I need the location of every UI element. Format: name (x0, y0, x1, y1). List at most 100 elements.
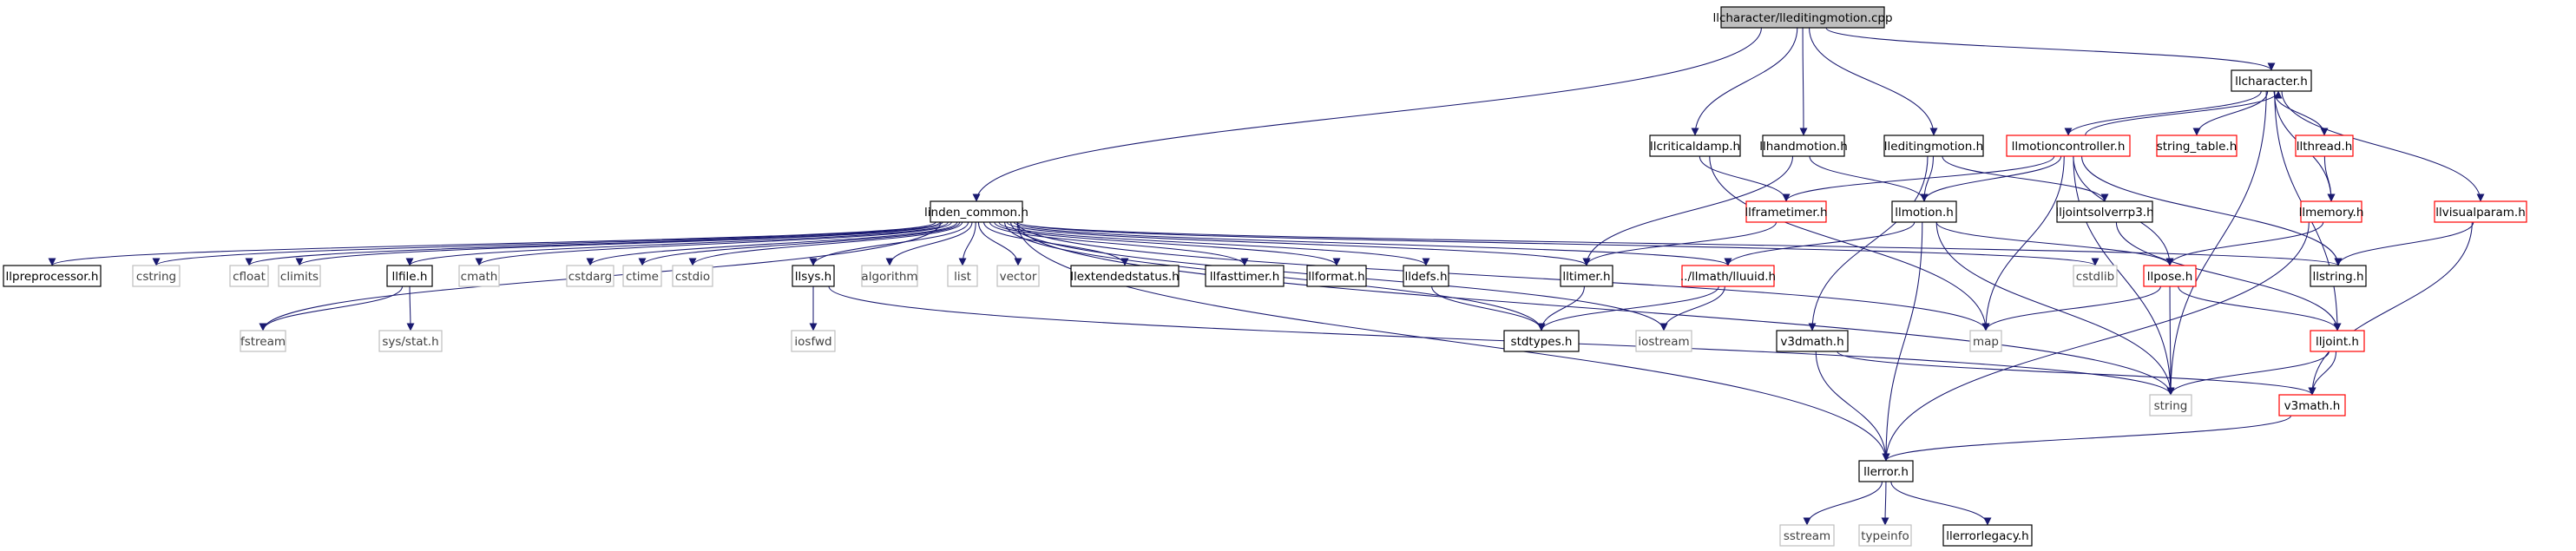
node-jointsolver[interactable]: lljointsolverrp3.h (2055, 200, 2154, 223)
edge-motionctrl-to-motion (1920, 155, 2062, 202)
node-stdtypes[interactable]: stdtypes.h (1503, 330, 1580, 352)
node-label-memory: llmemory.h (2299, 206, 2364, 220)
edge-root-to-linden (972, 27, 1762, 202)
node-label-algorithm: algorithm (861, 270, 917, 284)
node-preproc[interactable]: llpreprocessor.h (3, 265, 102, 287)
edge-linden-to-llfile (405, 221, 949, 266)
node-joint[interactable]: lljoint.h (2310, 330, 2365, 352)
node-label-critical: llcriticaldamp.h (1650, 140, 1740, 154)
edge-linden-to-uuid (1013, 221, 1732, 266)
node-motion[interactable]: llmotion.h (1891, 200, 1957, 223)
edge-motionctrl-to-string (2073, 155, 2175, 396)
node-box-llfile (386, 265, 433, 287)
node-label-defs: lldefs.h (1404, 270, 1447, 284)
edge-linden-to-ctime (638, 221, 961, 266)
node-stringtable[interactable]: string_table.h (2156, 134, 2238, 157)
edge-linden-to-defs (998, 221, 1430, 266)
node-typeinfo: typeinfo (1858, 524, 1912, 547)
edge-defs-to-stdtypes (1431, 285, 1546, 331)
node-llsys[interactable]: llsys.h (792, 265, 835, 287)
node-box-character (2231, 69, 2312, 92)
node-box-v3dmath (1776, 330, 1849, 352)
node-iosfwd: iosfwd (791, 330, 836, 352)
node-llstring[interactable]: llstring.h (2310, 265, 2367, 287)
node-box-memory (2300, 200, 2362, 223)
node-critical[interactable]: llcriticaldamp.h (1649, 134, 1741, 157)
node-label-motionctrl: llmotioncontroller.h (2012, 140, 2126, 154)
node-frametimer[interactable]: llframetimer.h (1745, 200, 1828, 223)
edge-motion-to-uuid (1724, 221, 1916, 266)
node-fstream: fstream (240, 330, 286, 352)
node-linden[interactable]: linden_common.h (924, 200, 1028, 223)
node-root[interactable]: llcharacter/lleditingmotion.cpp (1712, 6, 1893, 29)
node-iostream: iostream (1635, 330, 1692, 352)
node-v3math[interactable]: v3math.h (2278, 394, 2346, 417)
edge-visualparam-to-v3math (2308, 221, 2473, 396)
node-extstatus[interactable]: llextendedstatus.h (1070, 265, 1180, 287)
node-label-stringtable: string_table.h (2157, 140, 2238, 154)
node-label-fstream: fstream (240, 335, 286, 349)
node-label-typeinfo: typeinfo (1861, 529, 1909, 543)
edge-root-to-hand (1799, 27, 1808, 136)
node-label-visualparam: llvisualparam.h (2435, 206, 2526, 220)
node-box-timer (1560, 265, 1613, 287)
node-sysstat: sys/stat.h (378, 330, 443, 352)
edge-motionctrl-to-map (1981, 155, 2065, 331)
edge-uuid-to-iostream (1659, 285, 1725, 331)
node-errorlegacy[interactable]: llerrorlegacy.h (1942, 524, 2033, 547)
node-string: string (2149, 394, 2192, 417)
dependency-edges (48, 27, 2485, 526)
node-pose[interactable]: llpose.h (2143, 265, 2197, 287)
node-label-llstring: llstring.h (2312, 270, 2363, 284)
node-motionctrl[interactable]: llmotioncontroller.h (2006, 134, 2131, 157)
node-label-v3dmath: v3dmath.h (1780, 335, 1843, 349)
edge-character-to-visualparam (2281, 90, 2485, 202)
node-box-joint (2310, 330, 2365, 352)
edge-linden-to-preproc (48, 221, 936, 266)
node-box-thread (2295, 134, 2354, 157)
node-v3dmath[interactable]: v3dmath.h (1776, 330, 1849, 352)
edge-llfile-to-fstream (259, 285, 404, 331)
edge-error-to-sstream (1803, 481, 1883, 526)
node-uuid[interactable]: ../llmath/lluuid.h (1680, 265, 1776, 287)
edge-linden-to-fasttimer (989, 221, 1249, 266)
edge-linden-to-llsys (809, 221, 969, 266)
node-label-sstream: sstream (1784, 529, 1830, 543)
node-label-errorlegacy: llerrorlegacy.h (1946, 529, 2028, 543)
node-timer[interactable]: lltimer.h (1560, 265, 1613, 287)
node-box-extstatus (1070, 265, 1180, 287)
node-label-hand: llhandmotion.h (1759, 140, 1848, 154)
node-editing[interactable]: lleditingmotion.h (1883, 134, 1984, 157)
node-label-stdtypes: stdtypes.h (1511, 335, 1573, 349)
node-memory[interactable]: llmemory.h (2299, 200, 2364, 223)
edge-pose-to-string (2166, 285, 2175, 396)
edge-pose-to-map (1981, 285, 2161, 331)
edge-joint-to-string (2166, 351, 2330, 396)
node-cstdio: cstdio (672, 265, 713, 287)
node-thread[interactable]: llthread.h (2295, 134, 2354, 157)
node-box-climits (278, 265, 321, 287)
edge-character-to-stringtable (2192, 90, 2269, 136)
edge-error-to-typeinfo (1881, 481, 1889, 526)
node-hand[interactable]: llhandmotion.h (1759, 134, 1848, 157)
node-sstream: sstream (1779, 524, 1835, 547)
node-format[interactable]: llformat.h (1306, 265, 1367, 287)
edge-linden-to-vector (977, 221, 1022, 266)
node-label-llsys: llsys.h (795, 270, 831, 284)
node-visualparam[interactable]: llvisualparam.h (2434, 200, 2527, 223)
node-label-v3math: v3math.h (2284, 399, 2341, 413)
node-character[interactable]: llcharacter.h (2231, 69, 2312, 92)
edge-motionctrl-to-frametimer (1782, 155, 2055, 202)
node-box-iostream (1635, 330, 1692, 352)
edge-llfile-to-sysstat (406, 285, 415, 331)
node-label-string: string (2154, 399, 2188, 413)
node-error[interactable]: llerror.h (1858, 460, 1914, 482)
node-algorithm: algorithm (861, 265, 918, 287)
node-box-fasttimer (1205, 265, 1285, 287)
node-llfile[interactable]: llfile.h (386, 265, 433, 287)
node-label-cstdarg: cstdarg (568, 270, 612, 284)
node-defs[interactable]: lldefs.h (1403, 265, 1449, 287)
edge-linden-to-cstdio (688, 221, 963, 266)
node-climits: climits (278, 265, 321, 287)
node-fasttimer[interactable]: llfasttimer.h (1205, 265, 1285, 287)
